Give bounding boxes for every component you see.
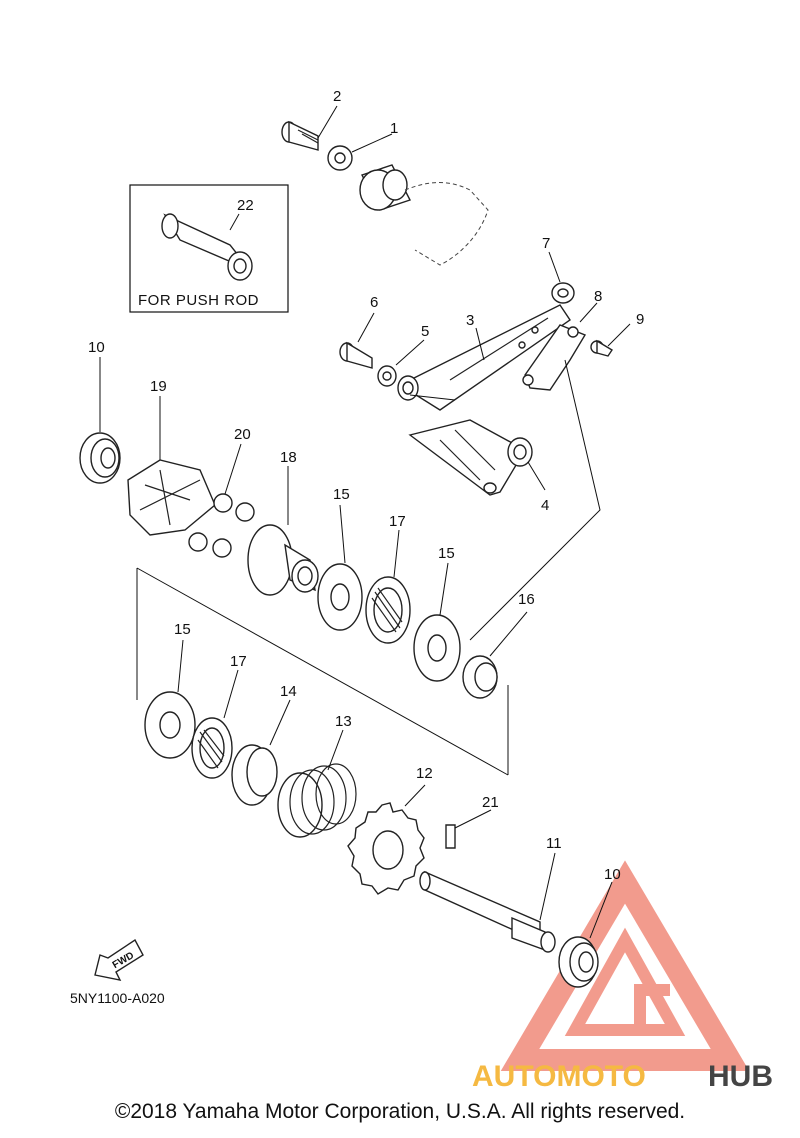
label-part-11: 11 xyxy=(546,835,562,852)
part-17-needle-bearing-lower xyxy=(191,717,233,779)
part-19-governor xyxy=(127,459,216,536)
part-21-pin xyxy=(445,824,456,849)
part-15-washer-right xyxy=(413,614,461,682)
drawing-code: 5NY1100-A020 xyxy=(70,990,165,1006)
inset-box-push-rod xyxy=(129,184,289,313)
label-part-22: 22 xyxy=(237,197,254,214)
part-14-spring-seat xyxy=(231,744,278,806)
part-3-arm xyxy=(397,304,571,411)
label-part-3: 3 xyxy=(466,312,474,329)
part-8-bracket xyxy=(522,324,587,391)
part-9-screw xyxy=(590,339,613,357)
label-part-4: 4 xyxy=(541,497,549,514)
copyright-notice: ©2018 Yamaha Motor Corporation, U.S.A. A… xyxy=(114,1100,686,1123)
part-13-spring xyxy=(277,763,357,838)
part-1-nut xyxy=(327,145,353,171)
part-5-washer xyxy=(377,365,397,387)
part-15-washer-mid xyxy=(317,563,363,631)
watermark-text-hub: HUB xyxy=(708,1060,773,1093)
fwd-arrow-icon xyxy=(94,938,144,981)
label-part-13: 13 xyxy=(335,713,352,730)
watermark-logo xyxy=(500,860,750,1071)
label-part-16: 16 xyxy=(518,591,535,608)
part-15-washer-lower xyxy=(144,691,196,759)
label-part-20: 20 xyxy=(234,426,251,443)
part-4-lever xyxy=(408,419,533,496)
label-part-14: 14 xyxy=(280,683,297,700)
label-part-19: 19 xyxy=(150,378,167,395)
leader-lines xyxy=(99,105,631,939)
label-part-1: 1 xyxy=(390,120,398,137)
label-part-15-mid: 15 xyxy=(333,486,350,503)
label-part-21: 21 xyxy=(482,794,499,811)
watermark-text-automoto: AUTOMOTO xyxy=(472,1060,646,1093)
part-7-collar xyxy=(551,282,575,304)
label-part-6: 6 xyxy=(370,294,378,311)
label-part-15-lower: 15 xyxy=(174,621,191,638)
label-part-10-top: 10 xyxy=(88,339,105,356)
label-part-8: 8 xyxy=(594,288,602,305)
part-10-bearing-bottom xyxy=(558,936,599,988)
label-part-2: 2 xyxy=(333,88,341,105)
part-17-needle-bearing-mid xyxy=(365,576,411,644)
part-16-collar xyxy=(462,655,498,699)
label-part-12: 12 xyxy=(416,765,433,782)
label-part-17-mid: 17 xyxy=(389,513,406,530)
part-6-bolt xyxy=(339,341,373,369)
label-part-18: 18 xyxy=(280,449,297,466)
cylinder-outline xyxy=(359,164,489,266)
label-part-10-bottom: 10 xyxy=(604,866,621,883)
label-part-15-right: 15 xyxy=(438,545,455,562)
label-part-9: 9 xyxy=(636,311,644,328)
label-part-17-lower: 17 xyxy=(230,653,247,670)
part-11-shaft xyxy=(419,870,556,953)
part-10-bearing-top xyxy=(79,432,121,484)
part-2-bolt xyxy=(281,120,319,151)
inset-caption: FOR PUSH ROD xyxy=(138,292,259,309)
label-part-7: 7 xyxy=(542,235,550,252)
part-20-balls xyxy=(188,493,255,558)
part-18-guide xyxy=(247,524,319,596)
part-12-gear xyxy=(347,802,425,895)
label-part-5: 5 xyxy=(421,323,429,340)
group-bracket-outline xyxy=(136,567,509,776)
